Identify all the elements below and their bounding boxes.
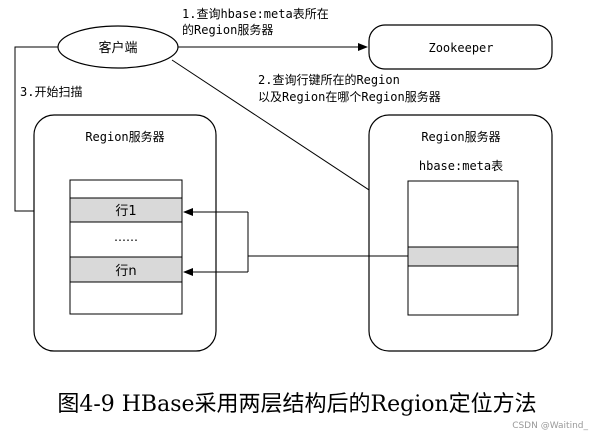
zookeeper-node: Zookeeper — [368, 24, 553, 70]
row-ellipsis: …… — [114, 230, 138, 244]
zookeeper-label: Zookeeper — [428, 41, 493, 55]
left-server-title: Region服务器 — [85, 129, 164, 144]
row-1-cell — [69, 197, 183, 223]
step3-label: 3.开始扫描 — [20, 85, 82, 99]
figure-caption: 图4-9 HBase采用两层结构后的Region定位方法 — [57, 392, 536, 417]
meta-table-title: hbase:meta表 — [419, 159, 503, 173]
row-1-label: 行1 — [115, 204, 136, 219]
watermark: CSDN @Waitind_ — [512, 421, 588, 431]
client-node: 客户端 — [57, 25, 179, 69]
right-region-server: Region服务器 hbase:meta表 — [368, 114, 553, 352]
step2-label-line1: 2.查询行键所在的Region — [258, 72, 400, 87]
left-region-server: Region服务器 行1 …… 行n — [33, 114, 217, 352]
client-label: 客户端 — [98, 40, 137, 56]
row-n-label: 行n — [115, 264, 136, 279]
right-server-title: Region服务器 — [421, 129, 500, 144]
row-n-cell — [69, 256, 183, 283]
step1-label-line2: 的Region服务器 — [182, 22, 273, 37]
step2-label-line2: 以及Region在哪个Region服务器 — [258, 89, 441, 104]
meta-row-cell — [407, 246, 519, 267]
step1-label-line1: 1.查询hbase:meta表所在 — [182, 7, 329, 21]
